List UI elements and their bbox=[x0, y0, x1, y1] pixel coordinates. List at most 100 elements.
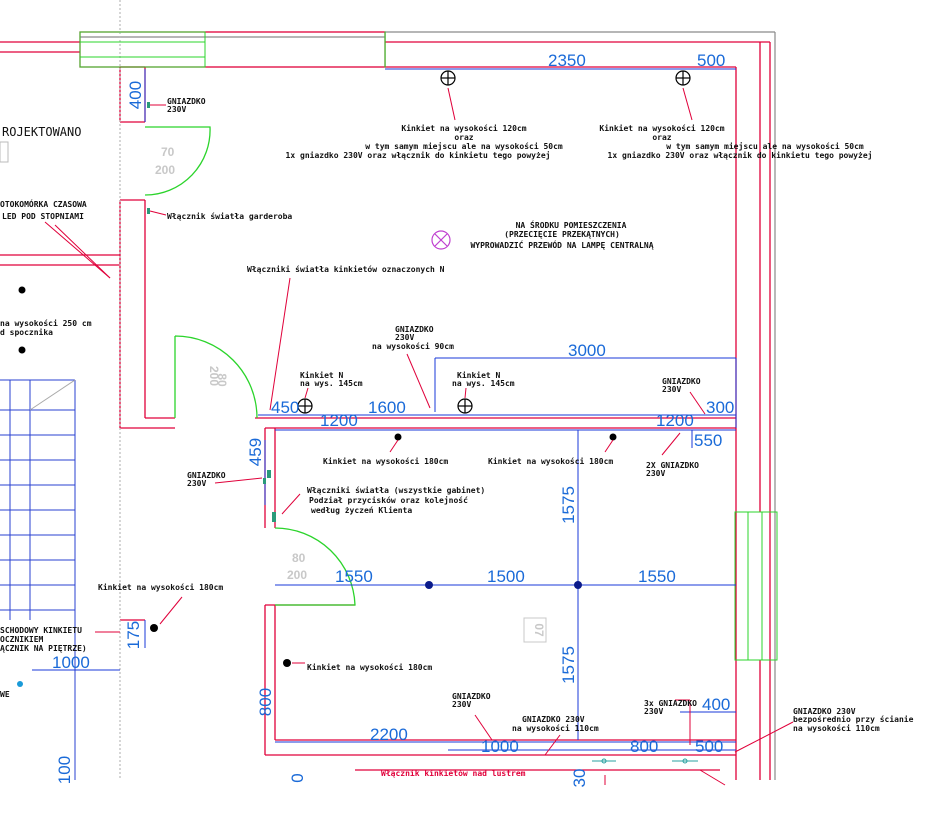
note-k250-l2: d spocznika bbox=[0, 327, 53, 337]
stairs bbox=[0, 379, 76, 780]
door-width-70: 70 bbox=[161, 145, 175, 159]
dim-1600: 1600 bbox=[368, 398, 406, 417]
door-height-200-c: 200 bbox=[287, 568, 307, 582]
dim-450: 450 bbox=[271, 398, 299, 417]
switches bbox=[147, 102, 276, 522]
dim-175: 175 bbox=[124, 621, 143, 649]
dim-550: 550 bbox=[694, 431, 722, 450]
note-kinkiet120-l1: Kinkiet na wysokości 120cm bbox=[401, 123, 526, 133]
note-gniazdko-top-1: GNIAZDKO bbox=[167, 97, 206, 106]
dim-1500: 1500 bbox=[487, 567, 525, 586]
note-gabinet-l2: Podział przycisków oraz kolejność bbox=[309, 495, 468, 505]
room-number: 07 bbox=[532, 623, 546, 637]
note-schod-l3: ĄCZNIK NA PIĘTRZE) bbox=[0, 644, 87, 653]
note-k250-l1: na wysokości 250 cm bbox=[0, 318, 92, 328]
note-lustro: Włącznik kinkietów nad lustrem bbox=[381, 768, 526, 778]
room-number-box bbox=[523, 617, 547, 643]
note-gniazdko-top-2: 230V bbox=[167, 105, 186, 114]
wall-light-fixture-2 bbox=[675, 70, 691, 86]
note-foto-l2: LED POD STOPNIAMI bbox=[2, 212, 84, 221]
dim-1000-bottom: 1000 bbox=[481, 737, 519, 756]
fixtures bbox=[297, 70, 691, 414]
note-gniazdko2x-l1: 2X GNIAZDKO bbox=[646, 461, 699, 470]
dim-1000-left: 1000 bbox=[52, 653, 90, 672]
dim-1200-b: 1200 bbox=[656, 411, 694, 430]
dim-300: 300 bbox=[706, 398, 734, 417]
dim-3000: 3000 bbox=[568, 341, 606, 360]
door-labels: 70 200 200 80 80 200 07 bbox=[155, 145, 547, 643]
windows bbox=[79, 31, 778, 661]
note-kinkiet120-l4: 1x gniazdko 230V oraz włącznik do kinkie… bbox=[286, 150, 551, 160]
note-gniazdko2x-l2: 230V bbox=[646, 469, 665, 478]
dim-30: 30 bbox=[570, 769, 589, 788]
note-kinkiet120b-l1: Kinkiet na wysokości 120cm bbox=[599, 123, 724, 133]
leaders bbox=[44, 87, 794, 786]
note-kinkiet120-l2: oraz bbox=[454, 133, 473, 142]
note-gniazdko-r1: GNIAZDKO bbox=[662, 377, 701, 386]
note-gniazdko-b1: GNIAZDKO bbox=[452, 692, 491, 701]
note-kinkietN2-l2: na wys. 145cm bbox=[452, 379, 515, 388]
note-k180-b: Kinkiet na wysokości 180cm bbox=[488, 456, 613, 466]
note-srodek-l3: WYPROWADZIĆ PRZEWÓD NA LAMPĘ CENTRALNĄ bbox=[470, 239, 653, 250]
note-gabinet-l1: Włączniki światła (wszystkie gabinet) bbox=[307, 485, 485, 495]
note-gniazdko90-l3: na wysokości 90cm bbox=[372, 341, 454, 351]
sconce-dots bbox=[17, 286, 617, 687]
dim-1575-a: 1575 bbox=[559, 486, 578, 524]
dim-1200-a: 1200 bbox=[320, 411, 358, 430]
note-wlacznik-garderoba: Włącznik światła garderoba bbox=[167, 211, 292, 221]
annotations: GNIAZDKO 230V Kinkiet na wysokości 120cm… bbox=[0, 97, 914, 778]
note-k180-d: Kinkiet na wysokości 180cm bbox=[307, 662, 432, 672]
title-box bbox=[0, 141, 9, 163]
note-gniazdko-r2: 230V bbox=[662, 385, 681, 394]
central-lamp-outlet bbox=[431, 230, 451, 250]
dim-400-bottom: 400 bbox=[702, 695, 730, 714]
dim-1550-a: 1550 bbox=[335, 567, 373, 586]
note-schod-l2: OCZNIKIEM bbox=[0, 635, 44, 644]
wall-light-fixture-n2 bbox=[457, 398, 473, 414]
dim-459: 459 bbox=[246, 438, 265, 466]
wall-light-fixture-1 bbox=[440, 70, 456, 86]
dim-100: 100 bbox=[55, 756, 74, 784]
note-gniazdko-l1: GNIAZDKO bbox=[187, 471, 226, 480]
dim-400-left: 400 bbox=[126, 81, 145, 109]
note-we: WE bbox=[0, 690, 10, 699]
door-height-200-b: 200 bbox=[207, 366, 221, 386]
note-gnsciana-l2: bezpośrednio przy ścianie bbox=[793, 714, 914, 724]
doors bbox=[144, 126, 356, 606]
dim-2200: 2200 bbox=[370, 725, 408, 744]
dim-500-top: 500 bbox=[697, 51, 725, 70]
note-srodek-l2: (PRZECIĘCIE PRZEKĄTNYCH) bbox=[504, 230, 620, 239]
note-gniazdko90-l2: 230V bbox=[395, 333, 414, 342]
note-kinkiet120b-l2: oraz bbox=[652, 133, 671, 142]
note-kinkietN2-l1: Kinkiet N bbox=[457, 370, 501, 380]
note-gnsciana-l3: na wysokości 110cm bbox=[793, 723, 880, 733]
note-kinkietN1-l2: na wys. 145cm bbox=[300, 379, 363, 388]
note-gabinet-l3: według życzeń Klienta bbox=[311, 505, 412, 515]
note-kinkiet120b-l3: w tym samym miejscu ale na wysokości 50c… bbox=[666, 141, 864, 151]
note-gn3x-l2: 230V bbox=[644, 707, 663, 716]
dim-0: 0 bbox=[288, 773, 307, 782]
dim-800-bottom: 800 bbox=[630, 737, 658, 756]
dimension-labels: 2350 500 400 3000 450 1200 1600 1200 300… bbox=[52, 51, 734, 787]
dim-1575-b: 1575 bbox=[559, 646, 578, 684]
note-gn3x-l1: 3x GNIAZDKO bbox=[644, 699, 697, 708]
note-kinkiet120-l3: w tym samym miejscu ale na wysokości 50c… bbox=[365, 141, 563, 151]
door-width-80-a: 80 bbox=[215, 373, 229, 387]
exterior-lines bbox=[80, 0, 776, 780]
note-srodek-l1: NA ŚRODKU POMIESZCZENIA bbox=[516, 219, 627, 230]
note-gniazdko-l2: 230V bbox=[187, 479, 206, 488]
outlets-bottom bbox=[592, 758, 698, 764]
note-gniazdko110-l1: GNIAZDKO 230V bbox=[522, 715, 585, 724]
dim-800-left: 800 bbox=[256, 688, 275, 716]
note-k180-a: Kinkiet na wysokości 180cm bbox=[323, 456, 448, 466]
note-wlaczniki-kinkietow: Włączniki światła kinkietów oznaczonych … bbox=[247, 264, 445, 274]
door-width-80-b: 80 bbox=[292, 551, 306, 565]
note-schod-l1: SCHODOWY KINKIETU bbox=[0, 626, 82, 635]
note-foto-l1: OTOKOMÓRKA CZASOWA bbox=[0, 198, 87, 209]
note-gniazdko90-l1: GNIAZDKO bbox=[395, 325, 434, 334]
project-title: ROJEKTOWANO bbox=[2, 125, 81, 139]
dim-1550-b: 1550 bbox=[638, 567, 676, 586]
dim-2350: 2350 bbox=[548, 51, 586, 70]
note-kinkietN1-l1: Kinkiet N bbox=[300, 370, 344, 380]
